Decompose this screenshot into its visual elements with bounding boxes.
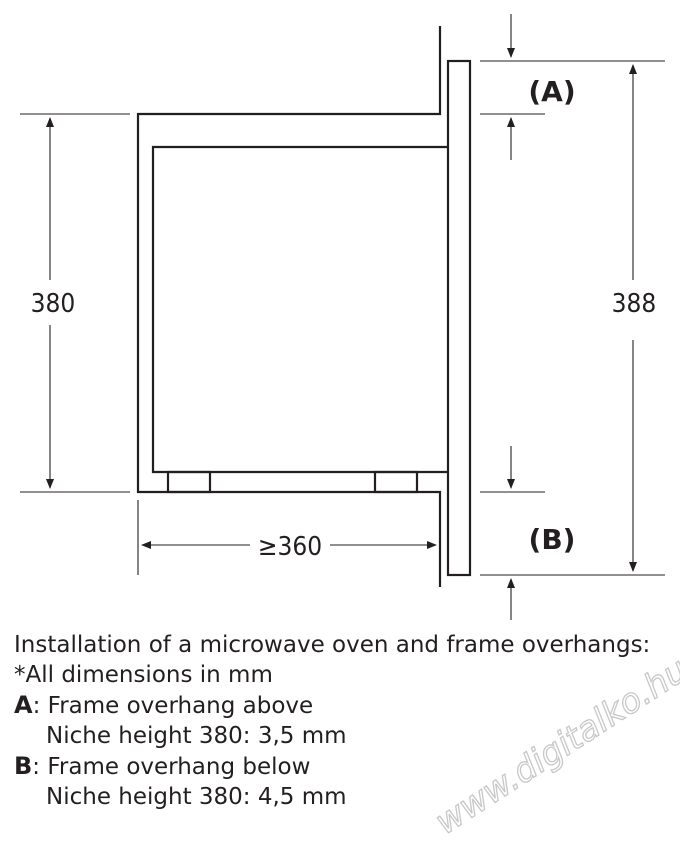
microwave-body (151, 145, 448, 474)
dimension-360-label: ≥360 (258, 532, 322, 562)
legend-b-text: : Frame overhang below (32, 754, 311, 780)
microwave-foot-left (166, 470, 212, 494)
overhang-a-label: (A) (528, 75, 575, 108)
installation-diagram: 380 388 ≥360 (A) (B) (20, 14, 665, 620)
legend-b-key: B (14, 752, 33, 780)
legend-title: Installation of a microwave oven and fra… (14, 632, 651, 658)
legend-a-text: : Frame overhang above (32, 693, 314, 719)
overhang-b-label: (B) (529, 523, 576, 556)
installation-frame (446, 59, 472, 577)
legend-a-detail: Niche height 380: 3,5 mm (46, 723, 347, 749)
units-note: *All dimensions in mm (14, 662, 273, 688)
dimension-388-label: 388 (612, 289, 657, 319)
niche-outline (136, 26, 442, 587)
legend-b-detail: Niche height 380: 4,5 mm (46, 784, 347, 810)
microwave-foot-right (373, 470, 419, 494)
legend: Installation of a microwave oven and fra… (14, 630, 674, 812)
dimension-380-label: 380 (31, 289, 76, 319)
legend-a-row: A: Frame overhang above (14, 690, 674, 721)
legend-a-key: A (14, 691, 33, 719)
legend-b-row: B: Frame overhang below (14, 751, 674, 782)
